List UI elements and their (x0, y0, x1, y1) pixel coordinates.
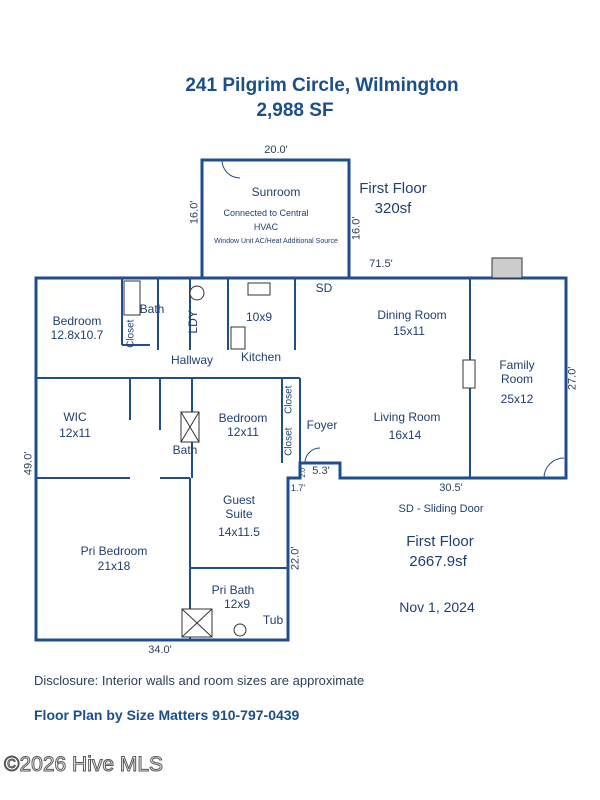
dimension: 30.5' (439, 482, 463, 494)
room-size: 10x9 (245, 310, 273, 324)
room-size: 12.8x10.7 (50, 328, 104, 342)
toilet-icon (233, 623, 247, 637)
property-title: 241 Pilgrim Circle, Wilmington (185, 75, 459, 96)
dimension: 5.3' (312, 465, 330, 477)
room-size: 15x11 (393, 324, 425, 338)
room-label: WIC (63, 410, 87, 424)
room-label: Closet (283, 427, 295, 456)
dimension: 1.7' (290, 483, 306, 493)
dimension: 2.0' (299, 466, 307, 478)
plan-date: Nov 1, 2024 (399, 599, 475, 615)
room-label: SD (315, 281, 333, 295)
sunroom-door (221, 159, 241, 179)
room-label: Family (499, 358, 535, 372)
total-area: 2,988 SF (256, 100, 334, 121)
floor-area: 2667.9sf (409, 553, 467, 570)
room-size: 12x9 (223, 597, 251, 611)
room-size: 21x18 (97, 559, 131, 573)
family-door (543, 457, 565, 479)
dimension: 22.0' (289, 546, 302, 571)
room-size: 12x11 (59, 426, 91, 440)
room-label: Guest (222, 493, 256, 507)
sunroom-note: Connected to Central (223, 208, 309, 218)
room-label: Bedroom (218, 411, 268, 425)
room-label: Suite (225, 507, 253, 521)
room-size: 12x11 (227, 425, 259, 439)
dimension: 71.5' (369, 258, 393, 270)
dimension: 34.0' (148, 644, 172, 656)
room-label: Pri Bedroom (80, 544, 148, 558)
disclosure-text: Disclosure: Interior walls and room size… (34, 673, 365, 688)
room-label: Tub (262, 613, 284, 627)
dimension: 27.0' (566, 366, 579, 391)
legend-sd: SD - Sliding Door (398, 503, 484, 515)
room-label: Bath (139, 302, 165, 316)
room-size: 14x11.5 (218, 525, 260, 539)
water-heater-icon (189, 285, 205, 301)
room-label: Bath (172, 443, 198, 457)
room-label: LDY (186, 310, 201, 334)
room-size: 25x12 (500, 392, 534, 406)
watermark: ©2026 Hive MLS (3, 752, 164, 776)
room-label: Kitchen (240, 350, 282, 364)
sink-icon (247, 282, 271, 296)
bathtub-icon (123, 280, 141, 316)
dimension: 16.0' (188, 200, 201, 225)
room-label: Hallway (170, 353, 214, 367)
room-label: Living Room (373, 410, 441, 424)
sunroom-label: Sunroom (251, 185, 301, 199)
fireplace-insert-icon (462, 359, 476, 389)
room-size: 16x14 (388, 428, 422, 442)
foyer-door (304, 447, 321, 464)
floor-label: First Floor (359, 180, 427, 197)
sunroom-note: Window Unit AC/Heat Additional Source (214, 238, 338, 245)
credit-text: Floor Plan by Size Matters 910-797-0439 (34, 707, 300, 723)
room-label: Dining Room (377, 308, 447, 322)
room-label: Room (500, 372, 534, 386)
dimension: 49.0' (22, 451, 35, 476)
room-label: Pri Bath (211, 583, 255, 597)
fireplace-icon (491, 257, 523, 279)
room-label: Closet (283, 385, 295, 414)
floor-area: 320sf (374, 200, 412, 217)
floor-label: First Floor (406, 533, 474, 550)
dimension: 16.0' (350, 216, 363, 241)
room-label: Foyer (306, 418, 338, 432)
fridge-icon (230, 326, 246, 350)
dimension: 20.0' (264, 144, 288, 156)
sunroom-walls (200, 158, 351, 280)
sunroom-note: HVAC (253, 222, 279, 232)
room-label: Closet (125, 319, 137, 348)
room-label: Bedroom (52, 314, 102, 328)
